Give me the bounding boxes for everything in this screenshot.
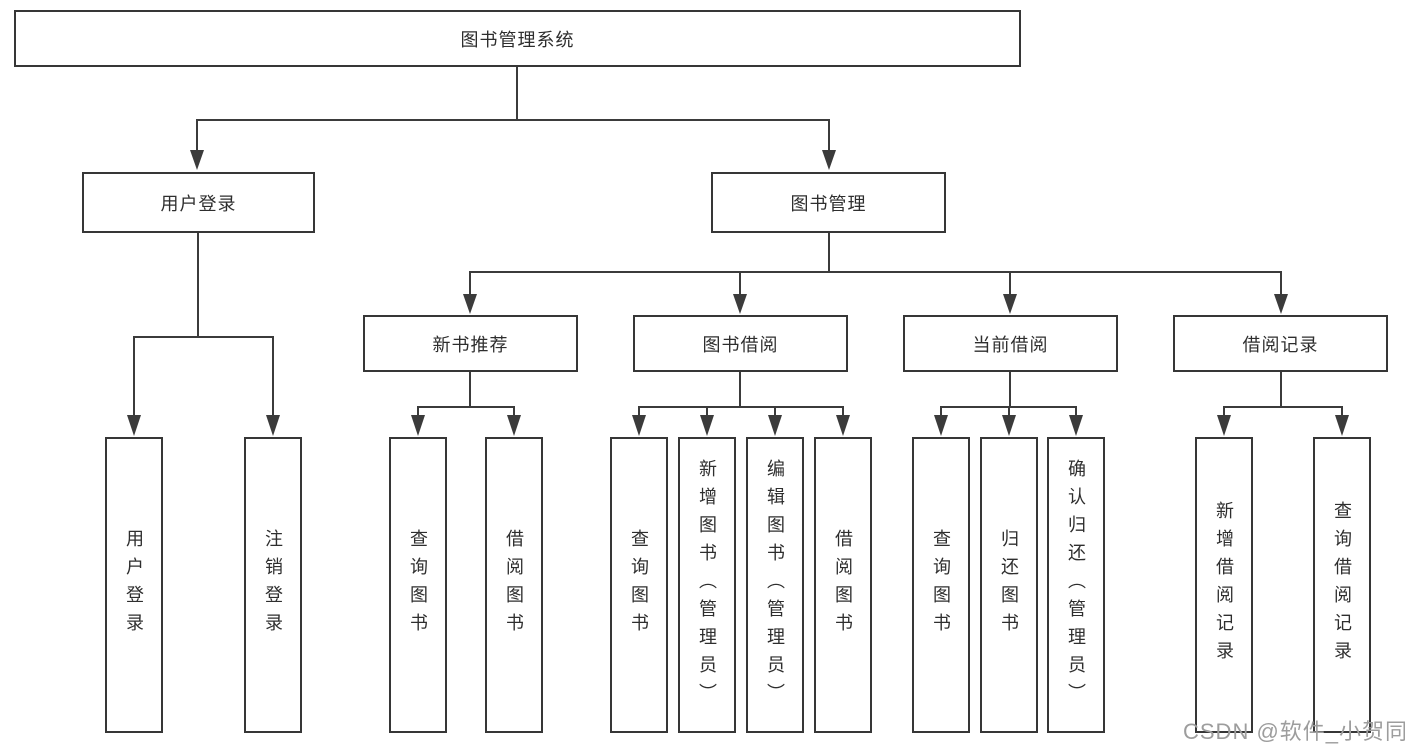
node-book-borrowing: 图书借阅 [633,315,848,372]
leaf-current-confirm-return-admin: 确认归还（管理员） [1047,437,1105,733]
node-new-book-recommendation: 新书推荐 [363,315,578,372]
leaf-newbook-borrow-books: 借阅图书 [485,437,543,733]
leaf-current-return-books: 归还图书 [980,437,1038,733]
leaf-borrowing-query-books: 查询图书 [610,437,668,733]
leaf-user-login: 用户登录 [105,437,163,733]
leaf-newbook-query-books: 查询图书 [389,437,447,733]
leaf-borrowing-borrow-books: 借阅图书 [814,437,872,733]
leaf-records-add-record: 新增借阅记录 [1195,437,1253,733]
leaf-current-query-books: 查询图书 [912,437,970,733]
node-library-management-system: 图书管理系统 [14,10,1021,67]
leaf-logout: 注销登录 [244,437,302,733]
node-book-management: 图书管理 [711,172,946,233]
leaf-borrowing-add-book-admin: 新增图书（管理员） [678,437,736,733]
leaf-records-query-record: 查询借阅记录 [1313,437,1371,733]
node-borrowing-records: 借阅记录 [1173,315,1388,372]
node-user-login-branch: 用户登录 [82,172,315,233]
watermark: CSDN @软件_小贺同学 [1183,719,1405,744]
node-current-borrowing: 当前借阅 [903,315,1118,372]
leaf-borrowing-edit-book-admin: 编辑图书（管理员） [746,437,804,733]
